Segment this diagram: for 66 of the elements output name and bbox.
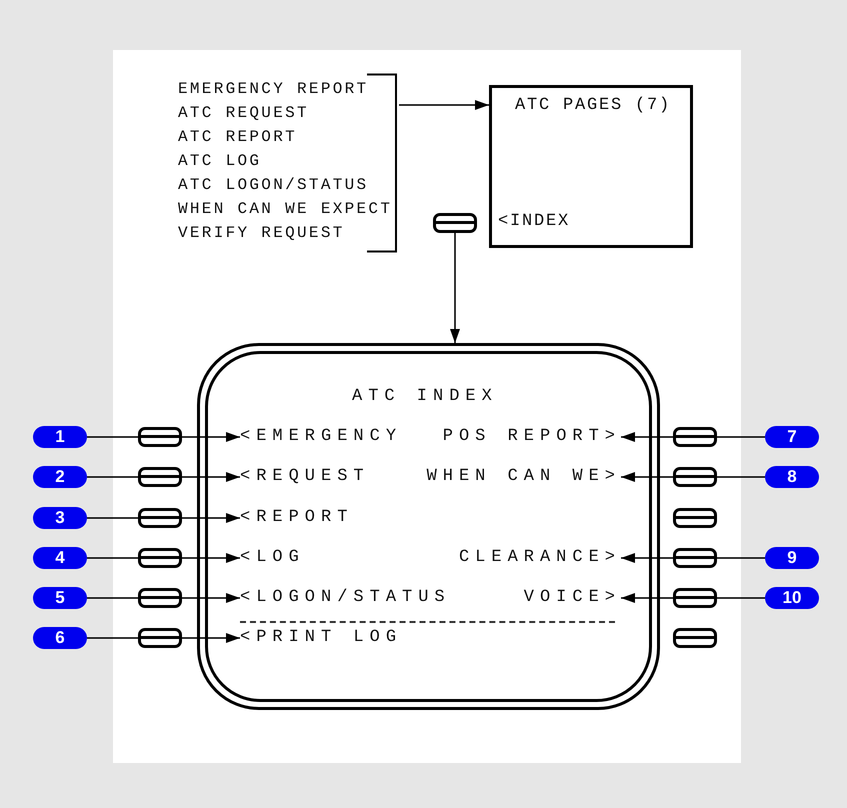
line-select-key	[673, 548, 717, 568]
page-name: WHEN CAN WE EXPECT	[178, 199, 392, 220]
display-page-box	[489, 85, 693, 248]
arrow	[621, 432, 673, 442]
arrow	[182, 513, 240, 523]
line-select-key	[138, 588, 182, 608]
menu-option: <REQUEST	[240, 467, 370, 487]
callout-number: 9	[765, 547, 819, 569]
line-select-key	[138, 427, 182, 447]
page-name: VERIFY REQUEST	[178, 223, 345, 244]
arrow	[182, 432, 240, 442]
arrow	[621, 472, 673, 482]
menu-option: <LOGON/STATUS	[240, 588, 451, 608]
arrow	[399, 100, 489, 110]
arrow	[450, 233, 460, 343]
line-select-key	[138, 467, 182, 487]
line-select-key	[138, 548, 182, 568]
arrow	[182, 633, 240, 643]
callout-number: 7	[765, 426, 819, 448]
line-select-key	[433, 213, 477, 233]
leader-line	[87, 476, 138, 478]
leader-line	[717, 557, 765, 559]
menu-option: WHEN CAN WE>	[426, 467, 621, 487]
arrow	[182, 553, 240, 563]
leader-line	[717, 597, 765, 599]
menu-option: POS REPORT>	[442, 427, 621, 447]
page-name: ATC REPORT	[178, 127, 298, 148]
line-select-key	[138, 628, 182, 648]
page-title: ATC INDEX	[352, 387, 498, 407]
menu-prompt: <INDEX	[498, 212, 570, 232]
leader-line	[717, 476, 765, 478]
arrow	[621, 553, 673, 563]
callout-number: 5	[33, 587, 87, 609]
leader-line	[87, 557, 138, 559]
leader-line	[87, 637, 138, 639]
menu-option: <PRINT LOG	[240, 628, 402, 648]
menu-option: VOICE>	[524, 588, 621, 608]
line-select-key	[673, 628, 717, 648]
line-select-key	[138, 508, 182, 528]
menu-option: <REPORT	[240, 508, 354, 528]
callout-number: 4	[33, 547, 87, 569]
page-title: ATC PAGES (7)	[515, 96, 672, 116]
callout-number: 8	[765, 466, 819, 488]
line-select-key	[673, 467, 717, 487]
line-select-key	[673, 588, 717, 608]
arrow	[621, 593, 673, 603]
callout-number: 10	[765, 587, 819, 609]
line-select-key	[673, 508, 717, 528]
page-name: ATC LOGON/STATUS	[178, 175, 368, 196]
arrow	[182, 593, 240, 603]
menu-option: CLEARANCE>	[458, 548, 621, 568]
leader-line	[87, 597, 138, 599]
leader-line	[87, 436, 138, 438]
menu-option: <EMERGENCY	[240, 427, 402, 447]
callout-number: 1	[33, 426, 87, 448]
callout-number: 3	[33, 507, 87, 529]
page-name: ATC LOG	[178, 151, 262, 172]
leader-line	[717, 436, 765, 438]
page-name: ATC REQUEST	[178, 103, 309, 124]
callout-number: 2	[33, 466, 87, 488]
callout-number: 6	[33, 627, 87, 649]
leader-line	[87, 517, 138, 519]
page-name: EMERGENCY REPORT	[178, 79, 368, 100]
menu-option: <LOG	[240, 548, 305, 568]
arrow	[182, 472, 240, 482]
line-select-key	[673, 427, 717, 447]
